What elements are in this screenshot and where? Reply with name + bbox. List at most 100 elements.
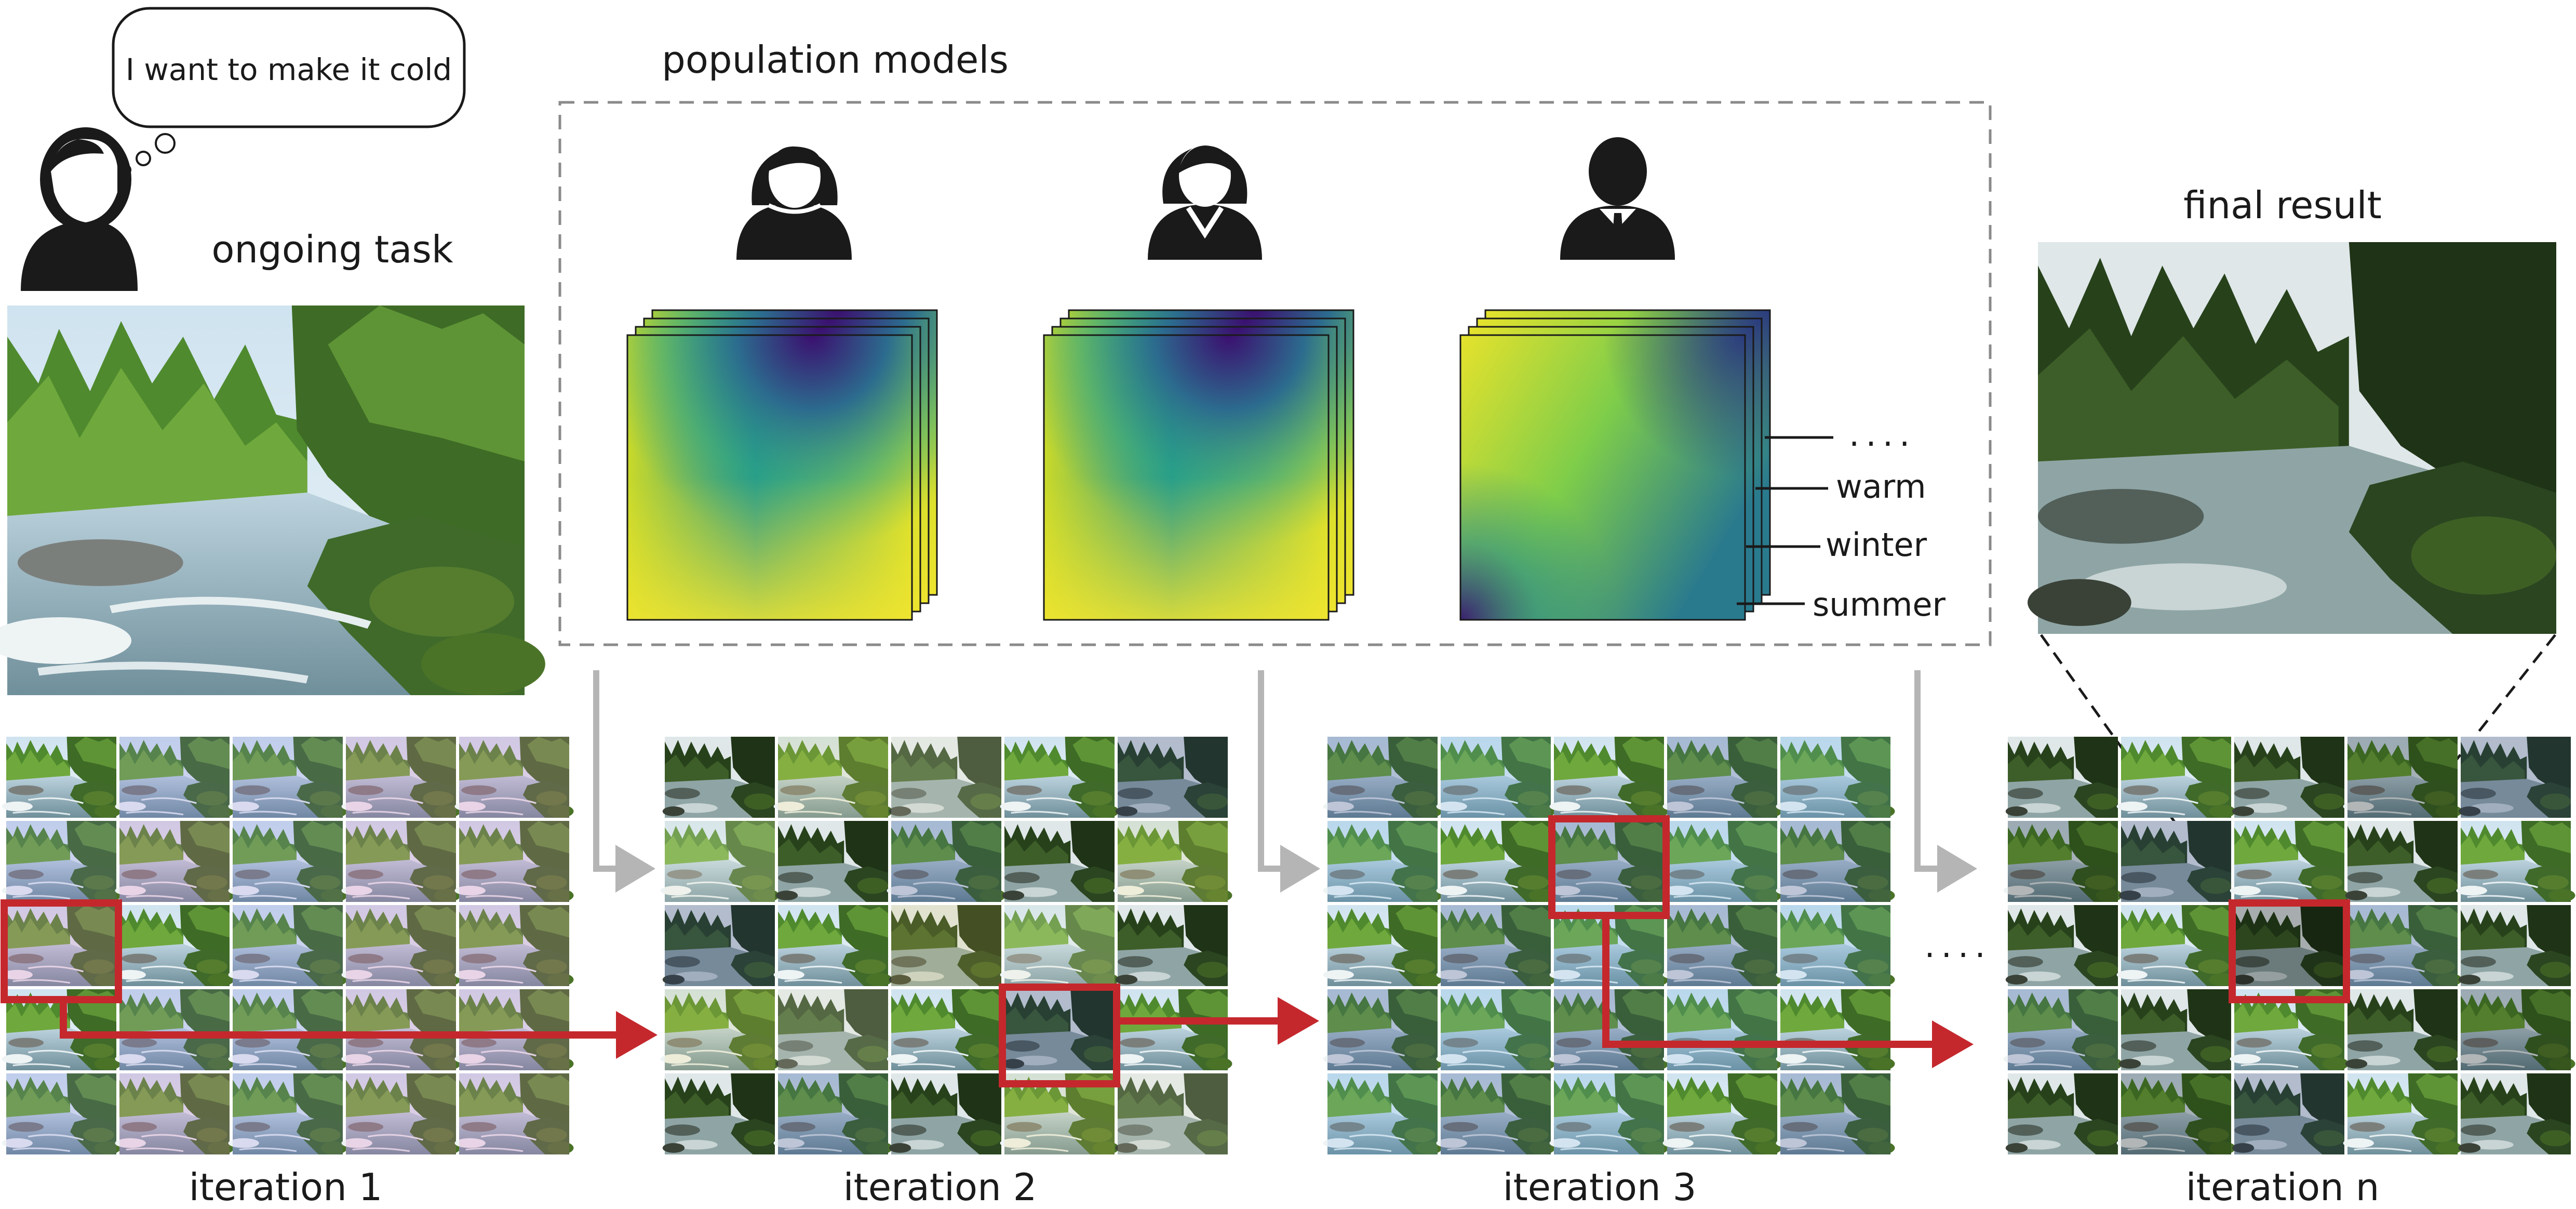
grid-thumbnail[interactable] (2, 1073, 121, 1154)
grid-thumbnail[interactable] (1663, 821, 1782, 902)
grid-thumbnail[interactable] (1550, 821, 1669, 902)
grid-thumbnail[interactable] (1776, 905, 1895, 986)
grid-thumbnail[interactable] (1663, 905, 1782, 986)
grid-thumbnail[interactable] (887, 989, 1006, 1070)
grid-thumbnail[interactable] (115, 905, 234, 986)
grid-thumbnail[interactable] (662, 1073, 775, 1154)
grid-thumbnail[interactable] (775, 989, 888, 1070)
grid-thumbnail[interactable] (2457, 989, 2575, 1070)
grid-thumbnail[interactable] (1437, 989, 1555, 1070)
grid-thumbnail[interactable] (2345, 821, 2458, 902)
grid-thumbnail[interactable] (455, 737, 574, 818)
grid-thumbnail[interactable] (342, 821, 461, 902)
grid-thumbnail[interactable] (1115, 737, 1228, 818)
grid-thumbnail[interactable] (2457, 821, 2575, 902)
grid-thumbnail[interactable] (2458, 905, 2571, 986)
iteration-2-label: iteration 2 (843, 1165, 1037, 1209)
grid-thumbnail[interactable] (1663, 737, 1782, 818)
grid-thumbnail[interactable] (1776, 821, 1895, 902)
grid-thumbnail[interactable] (2005, 1073, 2118, 1154)
grid-thumbnail[interactable] (2345, 989, 2458, 1070)
grid-thumbnail[interactable] (1776, 989, 1895, 1070)
grid-thumbnail[interactable] (1437, 737, 1555, 818)
grid-thumbnail[interactable] (661, 821, 780, 902)
grid-thumbnail[interactable] (2232, 1073, 2344, 1154)
grid-thumbnail[interactable] (2117, 737, 2236, 818)
grid-thumbnail[interactable] (662, 737, 775, 818)
grid-thumbnail[interactable] (455, 821, 574, 902)
grid-thumbnail[interactable] (1323, 1073, 1442, 1154)
grid-thumbnail[interactable] (115, 1073, 234, 1154)
grid-thumbnail[interactable] (889, 905, 1001, 986)
grid-thumbnail[interactable] (229, 821, 347, 902)
grid-thumbnail[interactable] (1323, 737, 1442, 818)
grid-thumbnail[interactable] (1002, 821, 1115, 902)
grid-thumbnail[interactable] (1113, 989, 1232, 1070)
grid-thumbnail[interactable] (889, 1073, 1001, 1154)
grid-thumbnail[interactable] (115, 989, 234, 1070)
grid-thumbnail[interactable] (2, 905, 121, 986)
iteration-grids (2, 737, 2575, 1154)
grid-thumbnail[interactable] (1115, 905, 1228, 986)
grid-thumbnail[interactable] (115, 821, 234, 902)
grid-thumbnail[interactable] (2458, 737, 2571, 818)
grid-thumbnail[interactable] (889, 737, 1001, 818)
grid-thumbnail[interactable] (342, 989, 461, 1070)
grid-thumbnail[interactable] (455, 905, 574, 986)
stack-label-more: .... (1849, 416, 1916, 454)
grid-thumbnail[interactable] (775, 821, 888, 902)
grid-thumbnail[interactable] (2, 737, 121, 818)
grid-thumbnail[interactable] (2118, 989, 2231, 1070)
grid-thumbnail[interactable] (342, 1073, 461, 1154)
grid-thumbnail[interactable] (2, 821, 121, 902)
grid-thumbnail[interactable] (2458, 1073, 2571, 1154)
grid-thumbnail[interactable] (2004, 821, 2123, 902)
grid-thumbnail[interactable] (887, 821, 1006, 902)
grid-thumbnail[interactable] (1115, 1073, 1228, 1154)
grid-thumbnail[interactable] (662, 905, 775, 986)
grid-thumbnail[interactable] (1776, 1073, 1895, 1154)
grid-thumbnail[interactable] (774, 1073, 893, 1154)
grid-thumbnail[interactable] (774, 905, 893, 986)
grid-thumbnail[interactable] (455, 989, 574, 1070)
grid-thumbnail[interactable] (1323, 989, 1442, 1070)
grid-thumbnail[interactable] (2004, 989, 2123, 1070)
grid-thumbnail[interactable] (1323, 821, 1442, 902)
grid-thumbnail[interactable] (1663, 989, 1782, 1070)
grid-thumbnail[interactable] (229, 989, 347, 1070)
grid-thumbnail[interactable] (2118, 821, 2231, 902)
grid-thumbnail[interactable] (1776, 737, 1895, 818)
grid-thumbnail[interactable] (342, 905, 461, 986)
grid-thumbnail[interactable] (1000, 737, 1119, 818)
grid-thumbnail[interactable] (2343, 905, 2462, 986)
grid-thumbnail[interactable] (1437, 905, 1555, 986)
grid-thumbnail[interactable] (1113, 821, 1232, 902)
grid-thumbnail[interactable] (1550, 1073, 1669, 1154)
grid-thumbnail[interactable] (1663, 1073, 1782, 1154)
grid-thumbnail[interactable] (455, 1073, 574, 1154)
grid-thumbnail[interactable] (2343, 737, 2462, 818)
grid-thumbnail[interactable] (2117, 905, 2236, 986)
grid-thumbnail[interactable] (1000, 905, 1119, 986)
grid-thumbnail[interactable] (2117, 1073, 2236, 1154)
grid-thumbnail[interactable] (2005, 737, 2118, 818)
grid-thumbnail[interactable] (2232, 905, 2344, 986)
selection-overlays (1, 815, 2350, 1087)
selected-thumbnail-box-2 (999, 984, 1120, 1087)
grid-thumbnail[interactable] (229, 737, 347, 818)
grid-thumbnail[interactable] (661, 989, 780, 1070)
grid-thumbnail[interactable] (229, 905, 347, 986)
grid-thumbnail[interactable] (1323, 905, 1442, 986)
grid-thumbnail[interactable] (774, 737, 893, 818)
grid-thumbnail[interactable] (1437, 1073, 1555, 1154)
grid-thumbnail[interactable] (2232, 737, 2344, 818)
grid-thumbnail[interactable] (1550, 737, 1669, 818)
grid-thumbnail[interactable] (2343, 1073, 2462, 1154)
grid-thumbnail[interactable] (115, 737, 234, 818)
grid-thumbnail[interactable] (1437, 821, 1555, 902)
grid-thumbnail[interactable] (1002, 989, 1115, 1070)
grid-thumbnail[interactable] (2005, 905, 2118, 986)
grid-thumbnail[interactable] (229, 1073, 347, 1154)
grid-thumbnail[interactable] (2230, 821, 2349, 902)
grid-thumbnail[interactable] (342, 737, 461, 818)
